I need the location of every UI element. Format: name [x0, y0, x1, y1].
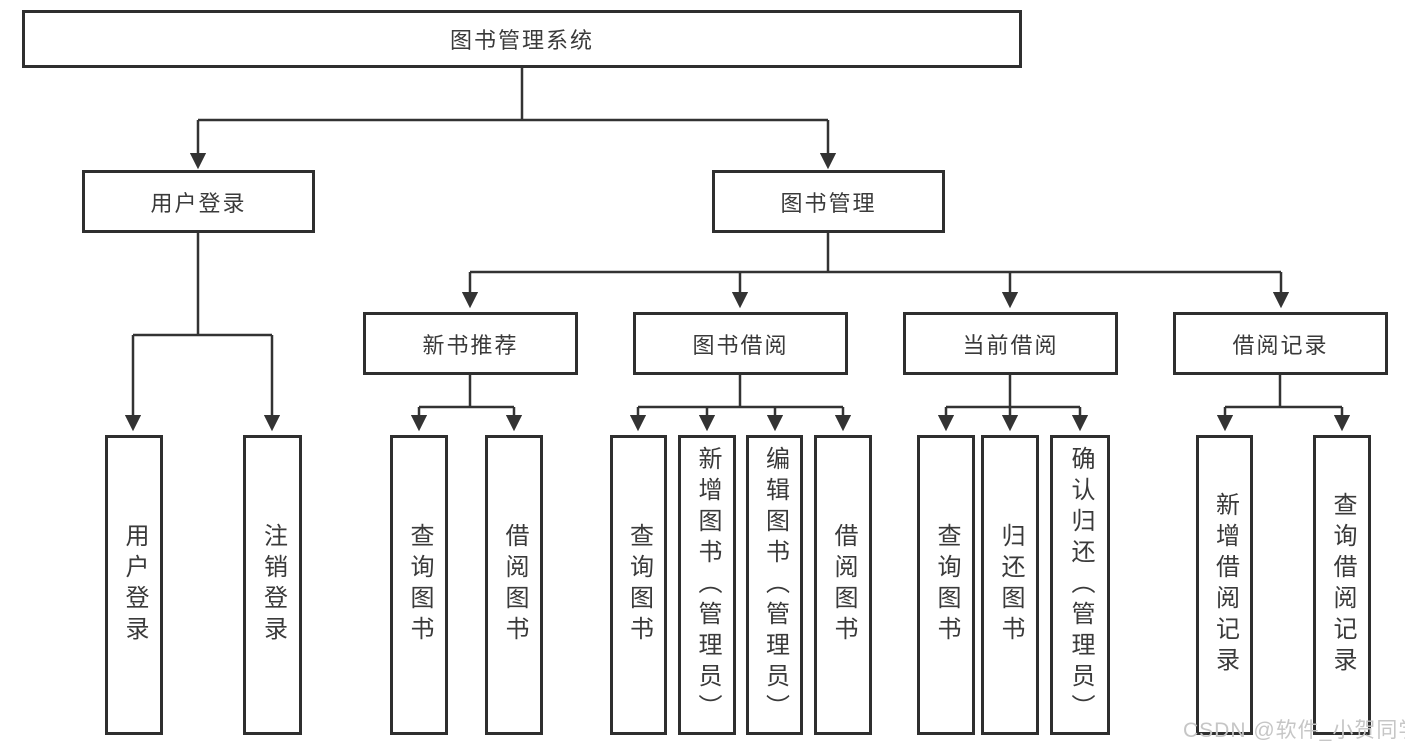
leaf-edit-books-admin: 编辑图书（管理员） — [746, 435, 803, 735]
node-root: 图书管理系统 — [22, 10, 1022, 68]
node-book-management: 图书管理 — [712, 170, 945, 233]
leaf-return-books: 归还图书 — [981, 435, 1039, 735]
leaf-query-borrow-record: 查询借阅记录 — [1313, 435, 1371, 735]
leaf-borrow-books-borrowing: 借阅图书 — [814, 435, 872, 735]
node-book-borrowing: 图书借阅 — [633, 312, 848, 375]
leaf-borrow-books-recommend: 借阅图书 — [485, 435, 543, 735]
leaf-query-books-recommend: 查询图书 — [390, 435, 448, 735]
node-new-book-recommend: 新书推荐 — [363, 312, 578, 375]
leaf-add-borrow-record: 新增借阅记录 — [1196, 435, 1253, 735]
leaf-query-books-current: 查询图书 — [917, 435, 975, 735]
leaf-logout: 注销登录 — [243, 435, 302, 735]
leaf-query-books-borrowing: 查询图书 — [610, 435, 667, 735]
leaf-user-login: 用户登录 — [105, 435, 163, 735]
node-borrowing-records: 借阅记录 — [1173, 312, 1388, 375]
csdn-watermark: CSDN @软件_小贺同学 — [1183, 719, 1405, 742]
node-current-borrowing: 当前借阅 — [903, 312, 1118, 375]
leaf-confirm-return-admin: 确认归还（管理员） — [1050, 435, 1110, 735]
leaf-add-books-admin: 新增图书（管理员） — [678, 435, 736, 735]
node-user-login: 用户登录 — [82, 170, 315, 233]
